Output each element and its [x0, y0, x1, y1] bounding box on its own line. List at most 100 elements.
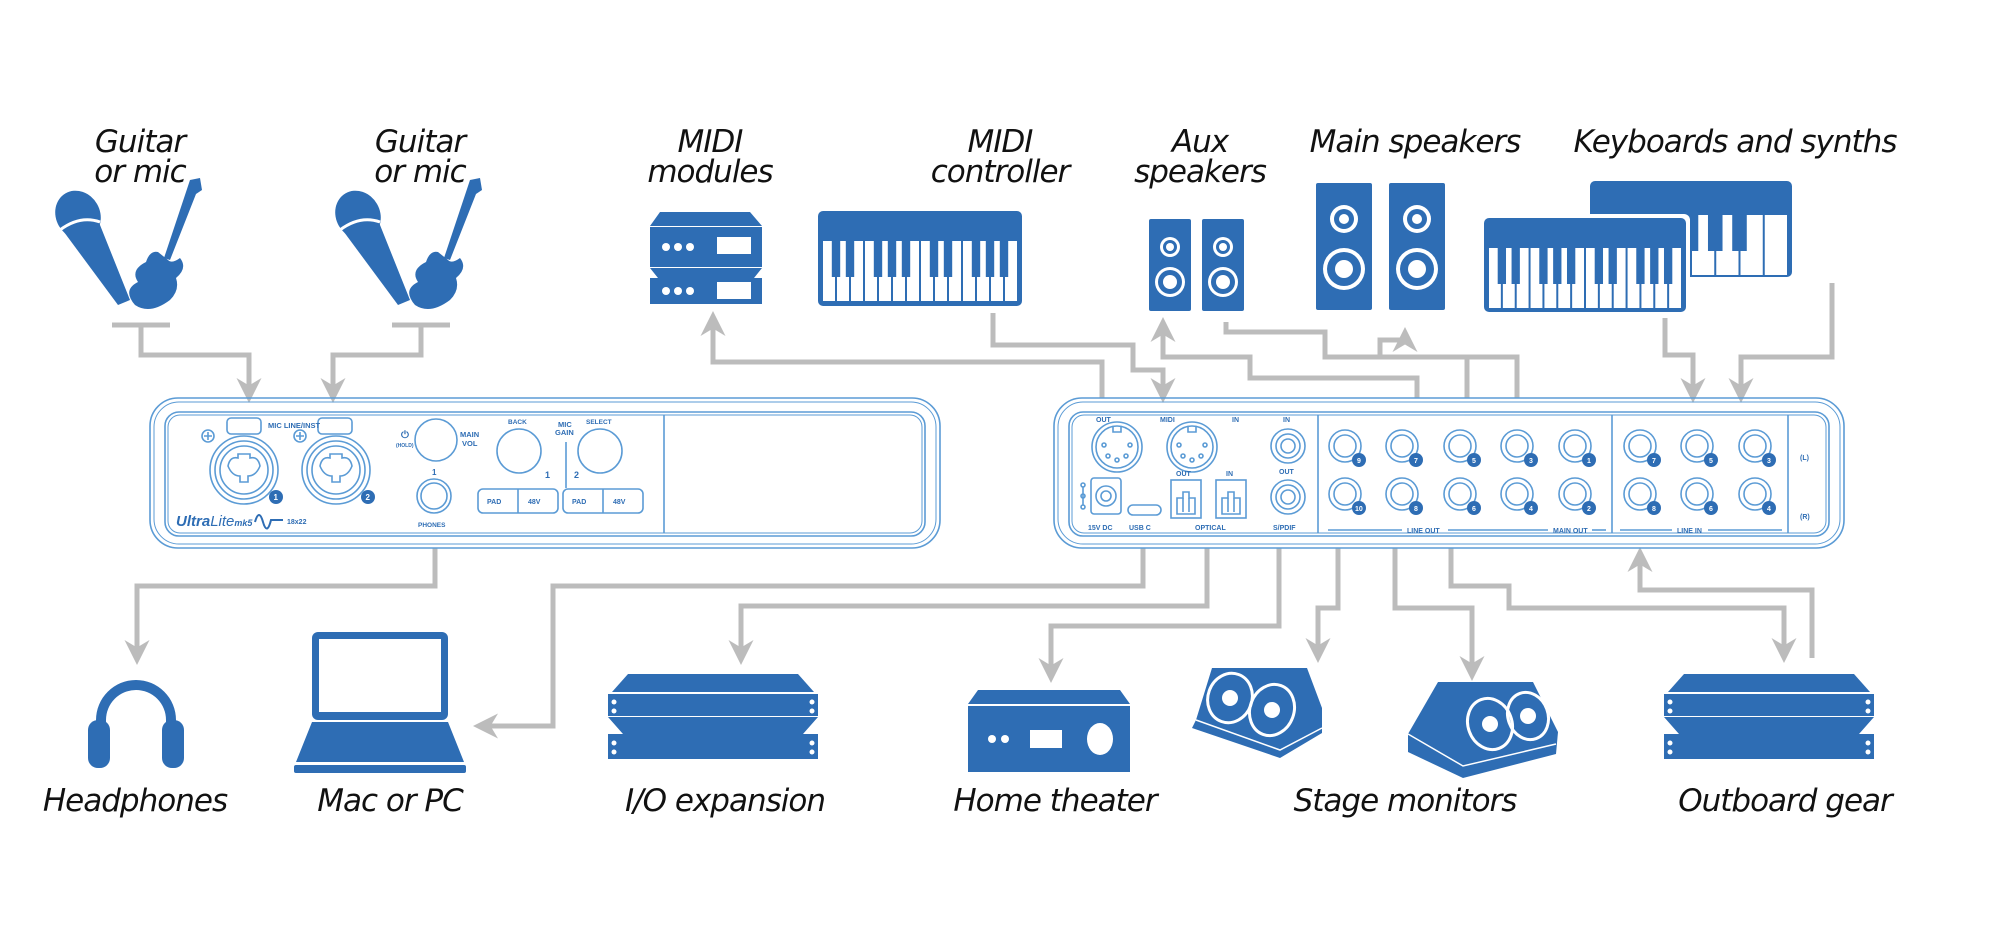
- line-out-label: LINE OUT: [1407, 528, 1440, 535]
- laptop-icon: [294, 632, 466, 773]
- jack-number: 1: [1587, 458, 1591, 465]
- label-midi-modules: MIDI modules: [647, 124, 773, 190]
- receiver-icon: [968, 690, 1130, 772]
- label-io-expansion: I/O expansion: [625, 783, 826, 819]
- main-out-jack[interactable]: [1500, 477, 1538, 515]
- optical-in-port[interactable]: [1215, 479, 1247, 519]
- jack-number: 2: [1587, 506, 1591, 513]
- back-label: BACK: [508, 419, 527, 426]
- line-out-jack[interactable]: [1443, 477, 1481, 515]
- power-jack[interactable]: [1080, 477, 1122, 515]
- line-in-jack[interactable]: [1680, 429, 1718, 467]
- gain-channel-1: 1: [545, 470, 550, 480]
- spdif-out-label: OUT: [1279, 469, 1295, 476]
- pad-48v-buttons-1[interactable]: [477, 488, 559, 514]
- mic-line-inst-label: MIC LINE/INST: [268, 421, 321, 430]
- black-key: [943, 241, 953, 277]
- black-key: [845, 241, 855, 277]
- brand-logo: UltraLitemk5: [176, 513, 253, 530]
- stage-monitor-icon: [1407, 682, 1558, 778]
- line-out-jack[interactable]: [1443, 429, 1481, 467]
- label-main-speakers: Main speakers: [1309, 124, 1522, 160]
- left-channel-label: (L): [1800, 455, 1809, 462]
- optical-out-label: OUT: [1176, 471, 1192, 478]
- io-count-label: 18x22: [287, 519, 307, 526]
- main-out-label: MAIN OUT: [1553, 528, 1588, 535]
- connector-keyboard-1: [1662, 318, 1706, 403]
- pad-button-1[interactable]: PAD: [487, 499, 501, 506]
- label-midi-controller: MIDI controller: [930, 124, 1071, 190]
- speaker-icon: [1316, 183, 1372, 310]
- usb-c-port[interactable]: [1127, 504, 1162, 516]
- pad-48v-buttons-2[interactable]: [562, 488, 644, 514]
- main-out-jack[interactable]: [1500, 429, 1538, 467]
- main-volume-knob[interactable]: [414, 418, 458, 462]
- label-guitar-or-mic-1: Guitar or mic: [94, 124, 186, 190]
- line-in-jack[interactable]: [1623, 429, 1661, 467]
- connector-lines: [112, 283, 1835, 739]
- black-key: [1566, 248, 1576, 284]
- line-in-jack[interactable]: [1738, 477, 1776, 515]
- white-key: [1502, 248, 1515, 308]
- connector-main-speakers-2: [1377, 327, 1520, 398]
- line-out-jack[interactable]: [1328, 477, 1366, 515]
- optical-out-port[interactable]: [1170, 479, 1202, 519]
- jack-number: 6: [1709, 506, 1713, 513]
- connector-main-speakers: [1223, 322, 1470, 398]
- label-guitar-or-mic-2: Guitar or mic: [374, 124, 466, 190]
- white-key: [1655, 248, 1668, 308]
- black-key: [985, 241, 995, 277]
- spdif-in-port[interactable]: [1270, 428, 1306, 464]
- connector-guitar-mic-1: [112, 322, 249, 398]
- white-key: [1544, 248, 1557, 308]
- line-in-jack[interactable]: [1738, 429, 1776, 467]
- phantom-48v-button-2[interactable]: 48V: [613, 499, 626, 506]
- white-key: [1516, 248, 1529, 308]
- microphone-and-guitar-icon: [55, 178, 202, 309]
- connector-midi-controller: [990, 313, 1176, 403]
- line-in-jack[interactable]: [1680, 477, 1718, 515]
- jack-number: 5: [1472, 458, 1476, 465]
- combo-input-jack-2[interactable]: [293, 417, 375, 505]
- select-gain-knob-2[interactable]: [577, 428, 623, 474]
- phantom-48v-button-1[interactable]: 48V: [528, 499, 541, 506]
- front-panel: [149, 397, 941, 549]
- label-home-theater: Home theater: [953, 783, 1157, 819]
- line-out-jack[interactable]: [1328, 429, 1366, 467]
- connector-keyboard-2: [1728, 283, 1835, 403]
- microphone-and-guitar-icon: [335, 178, 482, 309]
- combo-input-jack-1[interactable]: [201, 417, 283, 505]
- white-key: [1489, 248, 1501, 308]
- connector-headphones: [124, 548, 438, 665]
- back-gain-knob-1[interactable]: [496, 428, 542, 474]
- black-key: [1497, 248, 1507, 284]
- black-key: [831, 241, 841, 277]
- line-out-jack[interactable]: [1385, 477, 1423, 515]
- connector-outboard-return: [1627, 547, 1815, 658]
- black-key: [1732, 215, 1747, 251]
- white-key: [1613, 248, 1626, 308]
- headphones-icon: [88, 680, 184, 768]
- midi-in-port[interactable]: [1166, 421, 1218, 473]
- pad-button-2[interactable]: PAD: [572, 499, 586, 506]
- midi-in-label: IN: [1232, 417, 1239, 424]
- white-key: [1530, 248, 1543, 308]
- connector-mac-pc: [473, 548, 1146, 739]
- main-out-jack[interactable]: [1558, 429, 1596, 467]
- spdif-out-port[interactable]: [1270, 479, 1306, 515]
- midi-out-port[interactable]: [1091, 421, 1143, 473]
- jack-number: 9: [1357, 458, 1361, 465]
- main-out-jack[interactable]: [1558, 477, 1596, 515]
- rack-unit-icon: [1664, 674, 1874, 759]
- phones-jack[interactable]: [416, 478, 452, 514]
- line-in-jack[interactable]: [1623, 477, 1661, 515]
- select-label: SELECT: [586, 419, 612, 426]
- spdif-label: S/PDIF: [1273, 525, 1296, 532]
- label-aux-speakers: Aux speakers: [1134, 124, 1267, 190]
- keyboard-icon: [1480, 214, 1690, 316]
- line-out-jack[interactable]: [1385, 429, 1423, 467]
- rack-module-icon: [650, 212, 762, 304]
- stage-monitor-icon: [1192, 668, 1323, 758]
- line-in-label: LINE IN: [1677, 528, 1702, 535]
- rack-unit-icon: [608, 674, 818, 759]
